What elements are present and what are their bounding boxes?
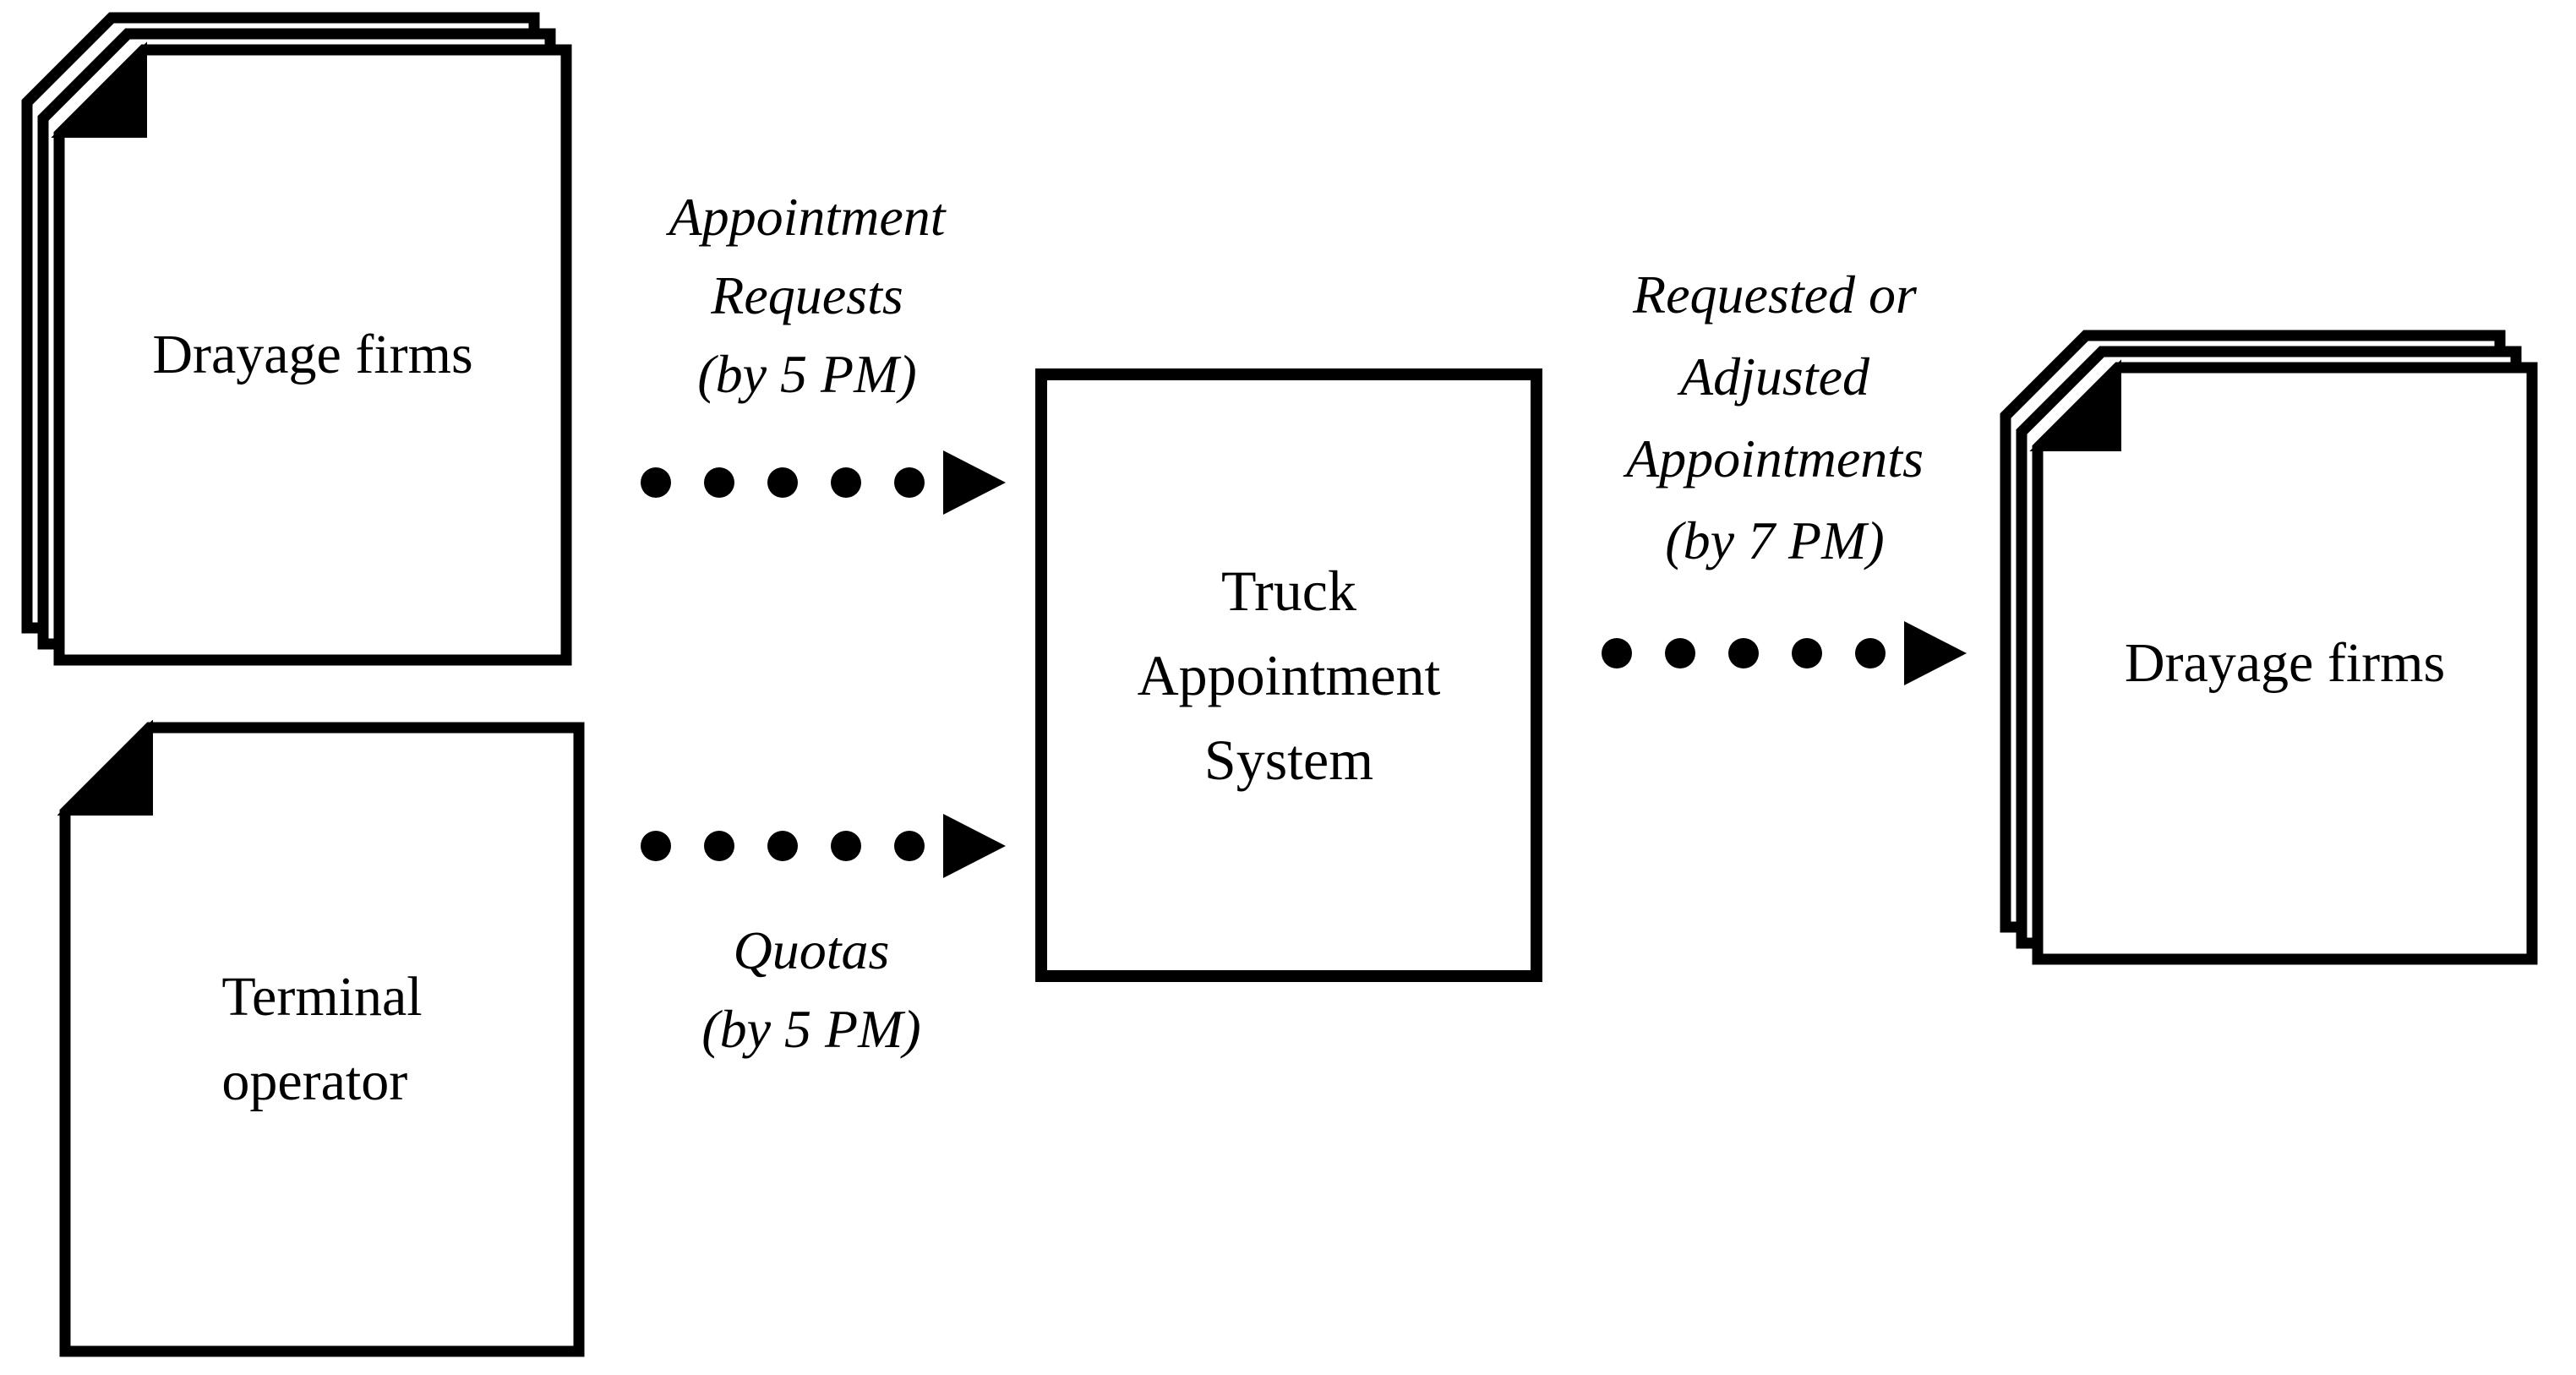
arrow-dots xyxy=(641,831,925,861)
flow-label-line: Requested or xyxy=(1633,265,1917,325)
dotted-arrow-right-icon xyxy=(1602,621,1967,685)
node-label-line: Terminal xyxy=(221,966,423,1028)
dog-ear-fold-icon xyxy=(2029,359,2121,451)
node-label-text: Drayage firms xyxy=(2124,632,2446,694)
flow-label-quotas: Quotas (by 5 PM) xyxy=(554,911,1069,1068)
flow-label-line: Appointment xyxy=(669,187,946,247)
document-icon xyxy=(57,720,585,1357)
arrow-head xyxy=(943,814,1006,878)
node-label-drayage-firms-right: Drayage firms xyxy=(2038,368,2532,959)
node-label-line: System xyxy=(1203,728,1374,792)
node-label-text-block: Terminal operator xyxy=(221,955,422,1124)
arrow-dots xyxy=(641,467,925,498)
document-stack-icon xyxy=(21,12,572,666)
arrow-head xyxy=(943,450,1006,515)
process-box-truck-appointment-system xyxy=(1035,368,1542,982)
node-label-text: Drayage firms xyxy=(152,324,473,385)
flow-label-line: (by 7 PM) xyxy=(1665,510,1885,570)
flow-label-line: (by 5 PM) xyxy=(697,344,917,404)
dog-ear-fold-icon xyxy=(57,720,153,816)
flow-label-line: Adjusted xyxy=(1680,346,1869,406)
arrow-dots xyxy=(1602,638,1886,668)
flow-label-appointment-requests: Appointment Requests (by 5 PM) xyxy=(541,177,1073,413)
flow-label-line: Appointments xyxy=(1626,428,1924,488)
node-label-line: Appointment xyxy=(1137,643,1441,707)
flow-label-requested-or-adjusted-appointments: Requested or Adjusted Appointments (by 7… xyxy=(1471,254,2079,581)
node-label-line: operator xyxy=(221,1050,408,1112)
arrow-head xyxy=(1904,621,1967,685)
dotted-arrow-right-icon xyxy=(641,814,1006,878)
flow-label-line: (by 5 PM) xyxy=(701,999,921,1059)
node-label-line: Truck xyxy=(1221,559,1356,623)
flow-label-line: Requests xyxy=(711,265,903,325)
document-stack-icon xyxy=(2000,330,2538,965)
dotted-arrow-right-icon xyxy=(641,450,1006,515)
dog-ear-fold-icon xyxy=(51,41,147,138)
node-label-drayage-firms-left: Drayage firms xyxy=(59,50,566,660)
flow-label-line: Quotas xyxy=(733,920,890,980)
node-label-terminal-operator: Terminal operator xyxy=(65,728,579,1351)
node-label-truck-appointment-system: Truck Appointment System xyxy=(1035,368,1542,982)
